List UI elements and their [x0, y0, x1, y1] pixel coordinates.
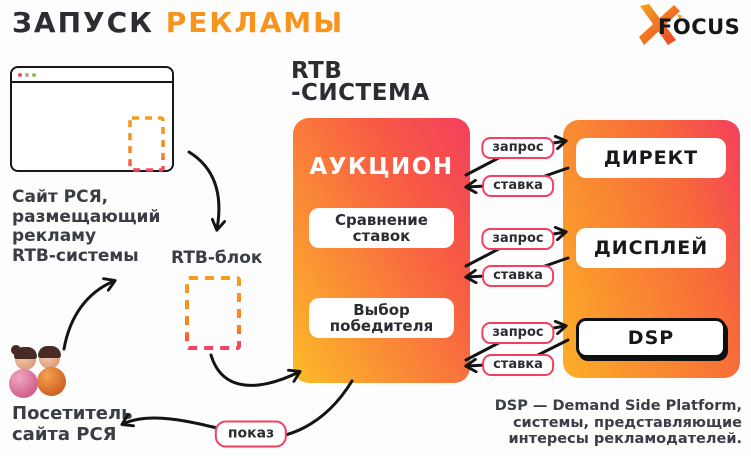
rtb-block-dashed-rect [185, 276, 241, 350]
focus-logo: FOCUS [634, 2, 746, 48]
person-head-icon [38, 346, 61, 369]
person-body-icon [9, 369, 38, 398]
browser-window [10, 66, 174, 172]
arrow-rtbblock-to-auction [209, 353, 299, 387]
page-title: ЗАПУСК РЕКЛАМЫ [12, 6, 344, 39]
visitor-people-icon [8, 345, 72, 403]
bid-label: ставка [482, 265, 554, 287]
bid-label: ставка [482, 175, 554, 197]
window-dot-middle-icon [25, 72, 29, 77]
page-title-black: ЗАПУСК [12, 6, 155, 39]
visitor-caption: Посетитель сайта РСЯ [12, 403, 133, 445]
request-label: запрос [481, 322, 555, 344]
focus-logo-text: FOCUS [658, 15, 741, 39]
demand-item-direct: ДИРЕКТ [576, 138, 726, 178]
auction-step-compare-bids: Сравнение ставок [309, 208, 454, 248]
rtb-auction-panel: АУКЦИОН Сравнение ставок Выбор победител… [293, 118, 470, 383]
bid-label: ставка [482, 354, 554, 376]
impression-label: показ [214, 420, 288, 448]
arrow-site-to-rtbblock [187, 150, 219, 229]
window-dot-green-icon [32, 72, 36, 77]
demand-item-display: ДИСПЛЕЙ [576, 228, 726, 268]
demand-item-dsp: DSP [576, 318, 726, 358]
person-body-icon [37, 367, 66, 396]
site-caption: Сайт РСЯ, размещающий рекламу RTB-систем… [12, 187, 161, 266]
rtb-system-heading: RTB -СИСТЕМА [291, 58, 430, 106]
page-title-orange: РЕКЛАМЫ [165, 6, 345, 39]
browser-titlebar [12, 68, 172, 83]
auction-title: АУКЦИОН [309, 154, 454, 180]
rtb-block-label: RTB-блок [171, 248, 263, 268]
dsp-footnote: DSP — Demand Side Platform, системы, пре… [494, 398, 742, 447]
focus-logo-x-icon [639, 4, 683, 45]
arrow-visitor-to-site [62, 281, 114, 351]
person-head-icon [11, 345, 37, 370]
demand-side-panel: ДИРЕКТ ДИСПЛЕЙ DSP [563, 120, 740, 378]
request-label: запрос [481, 228, 555, 250]
request-label: запрос [481, 137, 555, 159]
auction-step-pick-winner: Выбор победителя [309, 298, 454, 338]
window-dot-red-icon [18, 72, 22, 77]
